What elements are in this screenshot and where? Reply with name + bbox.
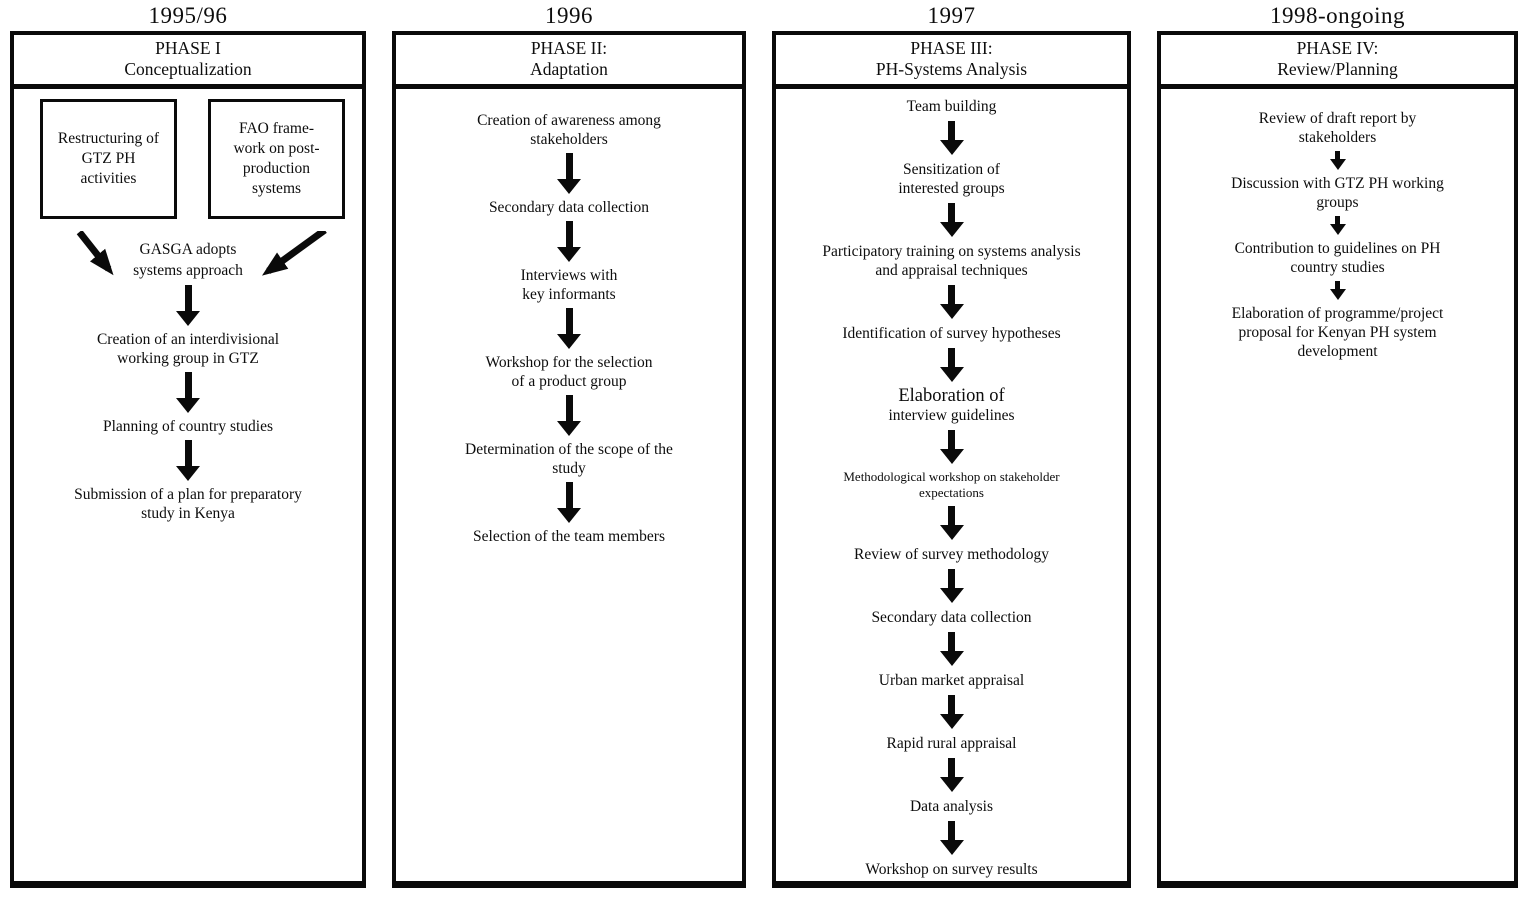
- flow-item: Workshop for the selection of a product …: [485, 354, 653, 390]
- phase-column-4: 1998-ongoing PHASE IV: Review/Planning R…: [1157, 2, 1518, 888]
- flow-item: Identification of survey hypotheses: [842, 325, 1061, 342]
- phase-body: Team building Sensitization of intereste…: [776, 89, 1127, 879]
- arrow-down-icon: [939, 758, 964, 792]
- flow-item: GASGA adopts systems approach: [133, 241, 243, 279]
- phase-box: PHASE IV: Review/Planning Review of draf…: [1157, 31, 1518, 888]
- arrow-down-icon: [557, 482, 581, 523]
- arrow-down-icon: [939, 632, 964, 666]
- phase-body: Review of draft report by stakeholders D…: [1161, 89, 1514, 361]
- phase-box: PHASE I Conceptualization Restructuring …: [10, 31, 366, 888]
- flow-item: Team building: [906, 98, 997, 115]
- flow-item: Secondary data collection: [871, 609, 1032, 626]
- arrow-down-icon: [939, 569, 964, 603]
- phase-header: PHASE IV: Review/Planning: [1161, 35, 1514, 89]
- flow-item: Interviews with key informants: [520, 267, 618, 303]
- flow-item: Planning of country studies: [102, 418, 274, 435]
- arrow-down-icon: [939, 121, 964, 155]
- arrow-converge-icons: [76, 231, 327, 276]
- flow-item: Secondary data collection: [488, 199, 650, 216]
- arrow-down-icon: [1329, 216, 1346, 235]
- arrow-down-icon: [557, 221, 581, 262]
- arrow-down-icon: [939, 348, 964, 382]
- phase-body: Creation of awareness among stakeholders…: [396, 89, 742, 546]
- arrow-down-icon: [557, 153, 581, 194]
- arrow-down-icon: [1329, 281, 1346, 300]
- arrow-down-icon: [939, 430, 964, 464]
- year-label: 1997: [927, 3, 976, 28]
- phase-header: PHASE I Conceptualization: [14, 35, 362, 89]
- arrow-down-icon: [176, 440, 200, 481]
- flow-item: Review of draft report by stakeholders: [1258, 110, 1417, 146]
- phase-title: PHASE II:: [530, 38, 608, 58]
- arrow-down-icon: [176, 372, 200, 413]
- phase-header: PHASE III: PH-Systems Analysis: [776, 35, 1127, 89]
- year-label: 1995/96: [148, 3, 228, 28]
- flow-item: Elaboration of interview guidelines: [888, 386, 1015, 425]
- flow-item: Determination of the scope of the study: [465, 441, 673, 477]
- flow-item: Participatory training on systems analys…: [822, 243, 1081, 279]
- flow-item: Creation of an interdivisional working g…: [96, 331, 280, 367]
- arrow-diagonal-right-icon: [261, 231, 327, 276]
- flow-item: Urban market appraisal: [878, 672, 1025, 689]
- phase-box: PHASE II: Adaptation Creation of awarene…: [392, 31, 746, 888]
- year-label: 1998-ongoing: [1269, 3, 1406, 28]
- flow-item: Selection of the team members: [473, 528, 665, 545]
- phase-title: PHASE III:: [910, 38, 993, 58]
- phase-column-1: 1995/96 PHASE I Conceptualization Restru…: [10, 2, 366, 888]
- phase-box: PHASE III: PH-Systems Analysis Team buil…: [772, 31, 1131, 888]
- flow-item: Contribution to guidelines on PH country…: [1234, 240, 1441, 276]
- year-label: 1996: [545, 3, 593, 28]
- arrow-down-icon: [176, 285, 200, 326]
- flow-item: Submission of a plan for preparatory stu…: [74, 486, 302, 522]
- arrow-down-icon: [557, 395, 581, 436]
- phase-subtitle: Conceptualization: [124, 59, 252, 79]
- phase-column-2: 1996 PHASE II: Adaptation Creation of aw…: [392, 2, 746, 888]
- phase-title: PHASE I: [155, 38, 221, 58]
- source-boxes-row: Restructuring of GTZ PH activities FAO f…: [19, 99, 357, 219]
- flow-item: Creation of awareness among stakeholders: [477, 112, 661, 148]
- arrow-down-icon: [939, 285, 964, 319]
- phase-title: PHASE IV:: [1296, 38, 1379, 58]
- phase-subtitle: Review/Planning: [1277, 59, 1398, 79]
- flow-item: Data analysis: [909, 798, 994, 815]
- converge-row: GASGA adopts systems approach: [19, 231, 357, 295]
- flow-item: Sensitization of interested groups: [898, 161, 1005, 197]
- flow-item: Discussion with GTZ PH working groups: [1231, 175, 1444, 211]
- arrow-down-icon: [939, 506, 964, 540]
- arrow-down-icon: [939, 695, 964, 729]
- arrow-down-icon: [557, 308, 581, 349]
- source-box: Restructuring of GTZ PH activities: [40, 99, 177, 219]
- flow-item: Elaboration of programme/project proposa…: [1231, 305, 1444, 360]
- source-box: FAO frame- work on post- production syst…: [208, 99, 345, 219]
- phase-body: Restructuring of GTZ PH activities FAO f…: [14, 89, 362, 523]
- flow-item: Rapid rural appraisal: [886, 735, 1017, 752]
- flow-item: Workshop on survey results: [865, 861, 1038, 878]
- arrow-down-icon: [1329, 151, 1346, 170]
- phase-subtitle: PH-Systems Analysis: [875, 59, 1028, 79]
- phase-subtitle: Adaptation: [530, 59, 608, 79]
- arrow-diagonal-left-icon: [76, 231, 114, 276]
- phase-header: PHASE II: Adaptation: [396, 35, 742, 89]
- arrow-down-icon: [939, 203, 964, 237]
- arrow-down-icon: [939, 821, 964, 855]
- phase-column-3: 1997 PHASE III: PH-Systems Analysis Team…: [772, 2, 1131, 888]
- flow-item: Review of survey methodology: [853, 546, 1049, 563]
- flow-item: Methodological workshop on stakeholder e…: [843, 469, 1060, 500]
